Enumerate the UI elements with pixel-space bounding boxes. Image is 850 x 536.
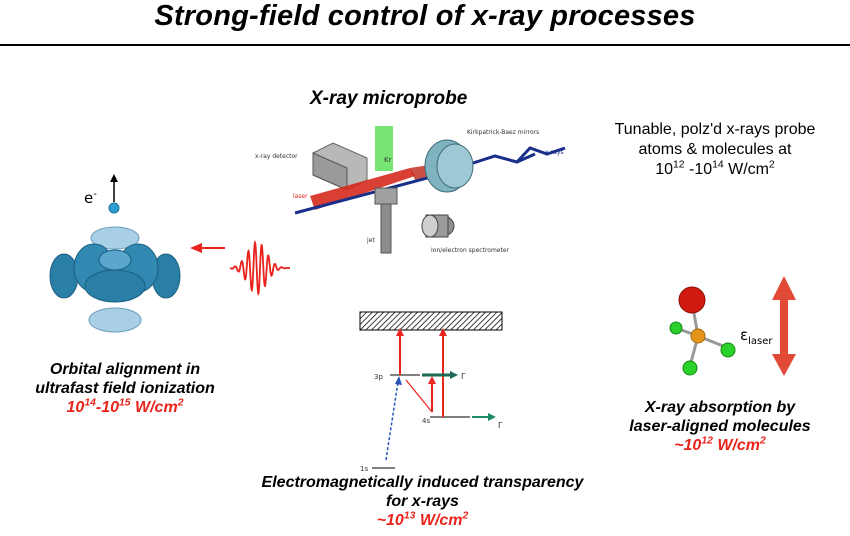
orbital-lobe-top — [90, 226, 140, 250]
epsilon-laser-label: εlaser — [740, 326, 773, 347]
chlorine-atom — [669, 321, 683, 335]
orbital-figure: e- — [49, 174, 290, 333]
gamma-4s-label: Γ — [498, 421, 503, 430]
jet-nozzle — [380, 197, 392, 254]
orbital-caption: Orbital alignment in ultrafast field ion… — [35, 361, 215, 416]
chlorine-atom — [720, 342, 736, 358]
jet-label: jet — [366, 237, 375, 244]
laser-beam-in — [310, 168, 415, 210]
level-3p-label: 3p — [374, 373, 383, 381]
orbital-lobe-left — [49, 253, 79, 299]
polarization-arrow — [780, 298, 788, 356]
electron-dot — [108, 202, 120, 214]
coupling-arrow — [405, 379, 433, 413]
detector-label: x-ray detector — [255, 153, 298, 160]
xrays-label: x-rays — [545, 149, 564, 156]
laser-pulse-wave — [229, 240, 290, 296]
tunable-description: Tunable, polz'd x-rays probe atoms & mol… — [614, 121, 816, 178]
oxygen-atom — [678, 286, 706, 314]
title-divider — [0, 44, 850, 46]
xray-beam-out — [515, 146, 566, 164]
gamma-3p-label: Γ — [461, 372, 466, 381]
kr-label: Kr — [384, 156, 392, 164]
xray-detector — [312, 142, 368, 191]
level-1s-label: 1s — [360, 465, 368, 472]
absorption-caption: X-ray absorption by laser-aligned molecu… — [629, 399, 811, 454]
xray-probe-arrow — [385, 381, 399, 461]
eit-level-diagram: 3p 4s 1s Γ Γ — [359, 311, 503, 472]
kr-gas-column — [375, 126, 393, 171]
level-4s-label: 4s — [422, 417, 430, 425]
spectrometer-label: Ion/electron spectrometer — [431, 247, 510, 254]
phosphorus-atom — [690, 328, 706, 344]
kb-mirror-label: Kirkpatrick-Baez mirrors — [467, 129, 539, 136]
orbital-lobe-bottom — [88, 307, 142, 333]
continuum-band — [359, 311, 503, 331]
page-title: Strong-field control of x-ray processes — [154, 0, 696, 32]
spectrometer — [421, 214, 455, 238]
microprobe-title: X-ray microprobe — [310, 88, 468, 109]
laser-label: laser — [293, 193, 308, 200]
chlorine-atom — [682, 360, 698, 376]
microprobe-diagram: x-ray detector laser Kirkpatrick-Baez mi… — [255, 126, 566, 254]
eit-caption: Electromagnetically induced transparency… — [261, 474, 584, 529]
electron-label: e- — [84, 189, 97, 207]
molecule-figure: εlaser — [669, 276, 796, 376]
